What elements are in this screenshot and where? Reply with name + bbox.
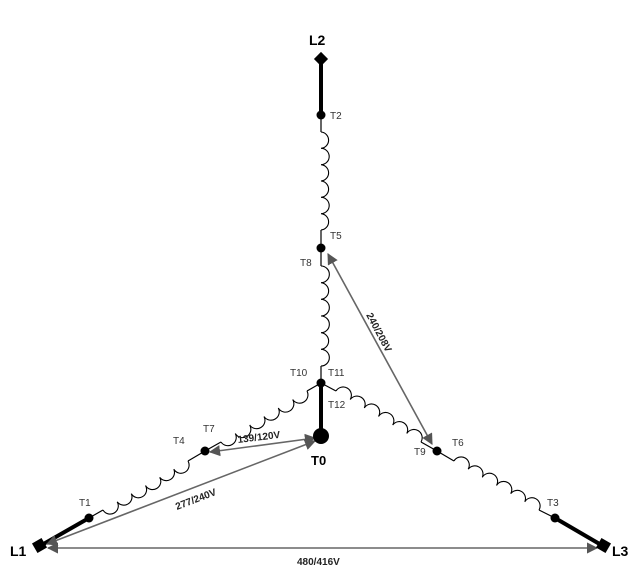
t0-label: T0 — [311, 453, 326, 468]
voltage-t7-t0-label: 139/120V — [237, 430, 281, 446]
t4-label: T4 — [173, 436, 185, 447]
t11-node — [316, 378, 326, 388]
t3-node — [550, 513, 560, 523]
t7-label: T7 — [203, 424, 215, 435]
voltage-t5-t9-label: 240/208V — [363, 311, 393, 354]
l1-square-terminal — [31, 537, 48, 554]
measure-t5-t9 — [327, 253, 433, 445]
l1-lead — [38, 516, 91, 548]
t12-label: T12 — [328, 400, 346, 411]
t7-node — [200, 446, 210, 456]
voltage-l1-t0-label: 277/240V — [174, 487, 218, 513]
t9-node — [432, 446, 442, 456]
l2-label: L2 — [309, 32, 326, 48]
l3-label: L3 — [612, 543, 629, 559]
t10-label: T10 — [290, 368, 308, 379]
l3-square-terminal — [595, 537, 612, 554]
voltage-l1-l3-label: 480/416V — [297, 557, 340, 568]
l3-lead — [553, 516, 605, 548]
measure-l1-t0 — [45, 439, 317, 546]
coil-t2-t5 — [320, 131, 330, 231]
l1-label: L1 — [10, 543, 27, 559]
coil-t6-t3 — [453, 456, 541, 511]
t6-label: T6 — [452, 438, 464, 449]
coil-t12-t9 — [335, 386, 423, 443]
t0-node — [313, 428, 329, 444]
t8-label: T8 — [300, 258, 312, 269]
t1-node — [84, 513, 94, 523]
coil-t10-t7 — [220, 390, 309, 447]
t9-label: T9 — [414, 447, 426, 458]
coil-t8-t11 — [320, 265, 330, 367]
t11-label: T11 — [328, 368, 345, 379]
t5-node — [316, 243, 326, 253]
t3-label: T3 — [547, 498, 559, 509]
t2-node — [316, 110, 326, 120]
t2-label: T2 — [330, 111, 342, 122]
t5-label: T5 — [330, 231, 342, 242]
l2-diamond-terminal — [313, 51, 329, 67]
t1-label: T1 — [79, 498, 91, 509]
